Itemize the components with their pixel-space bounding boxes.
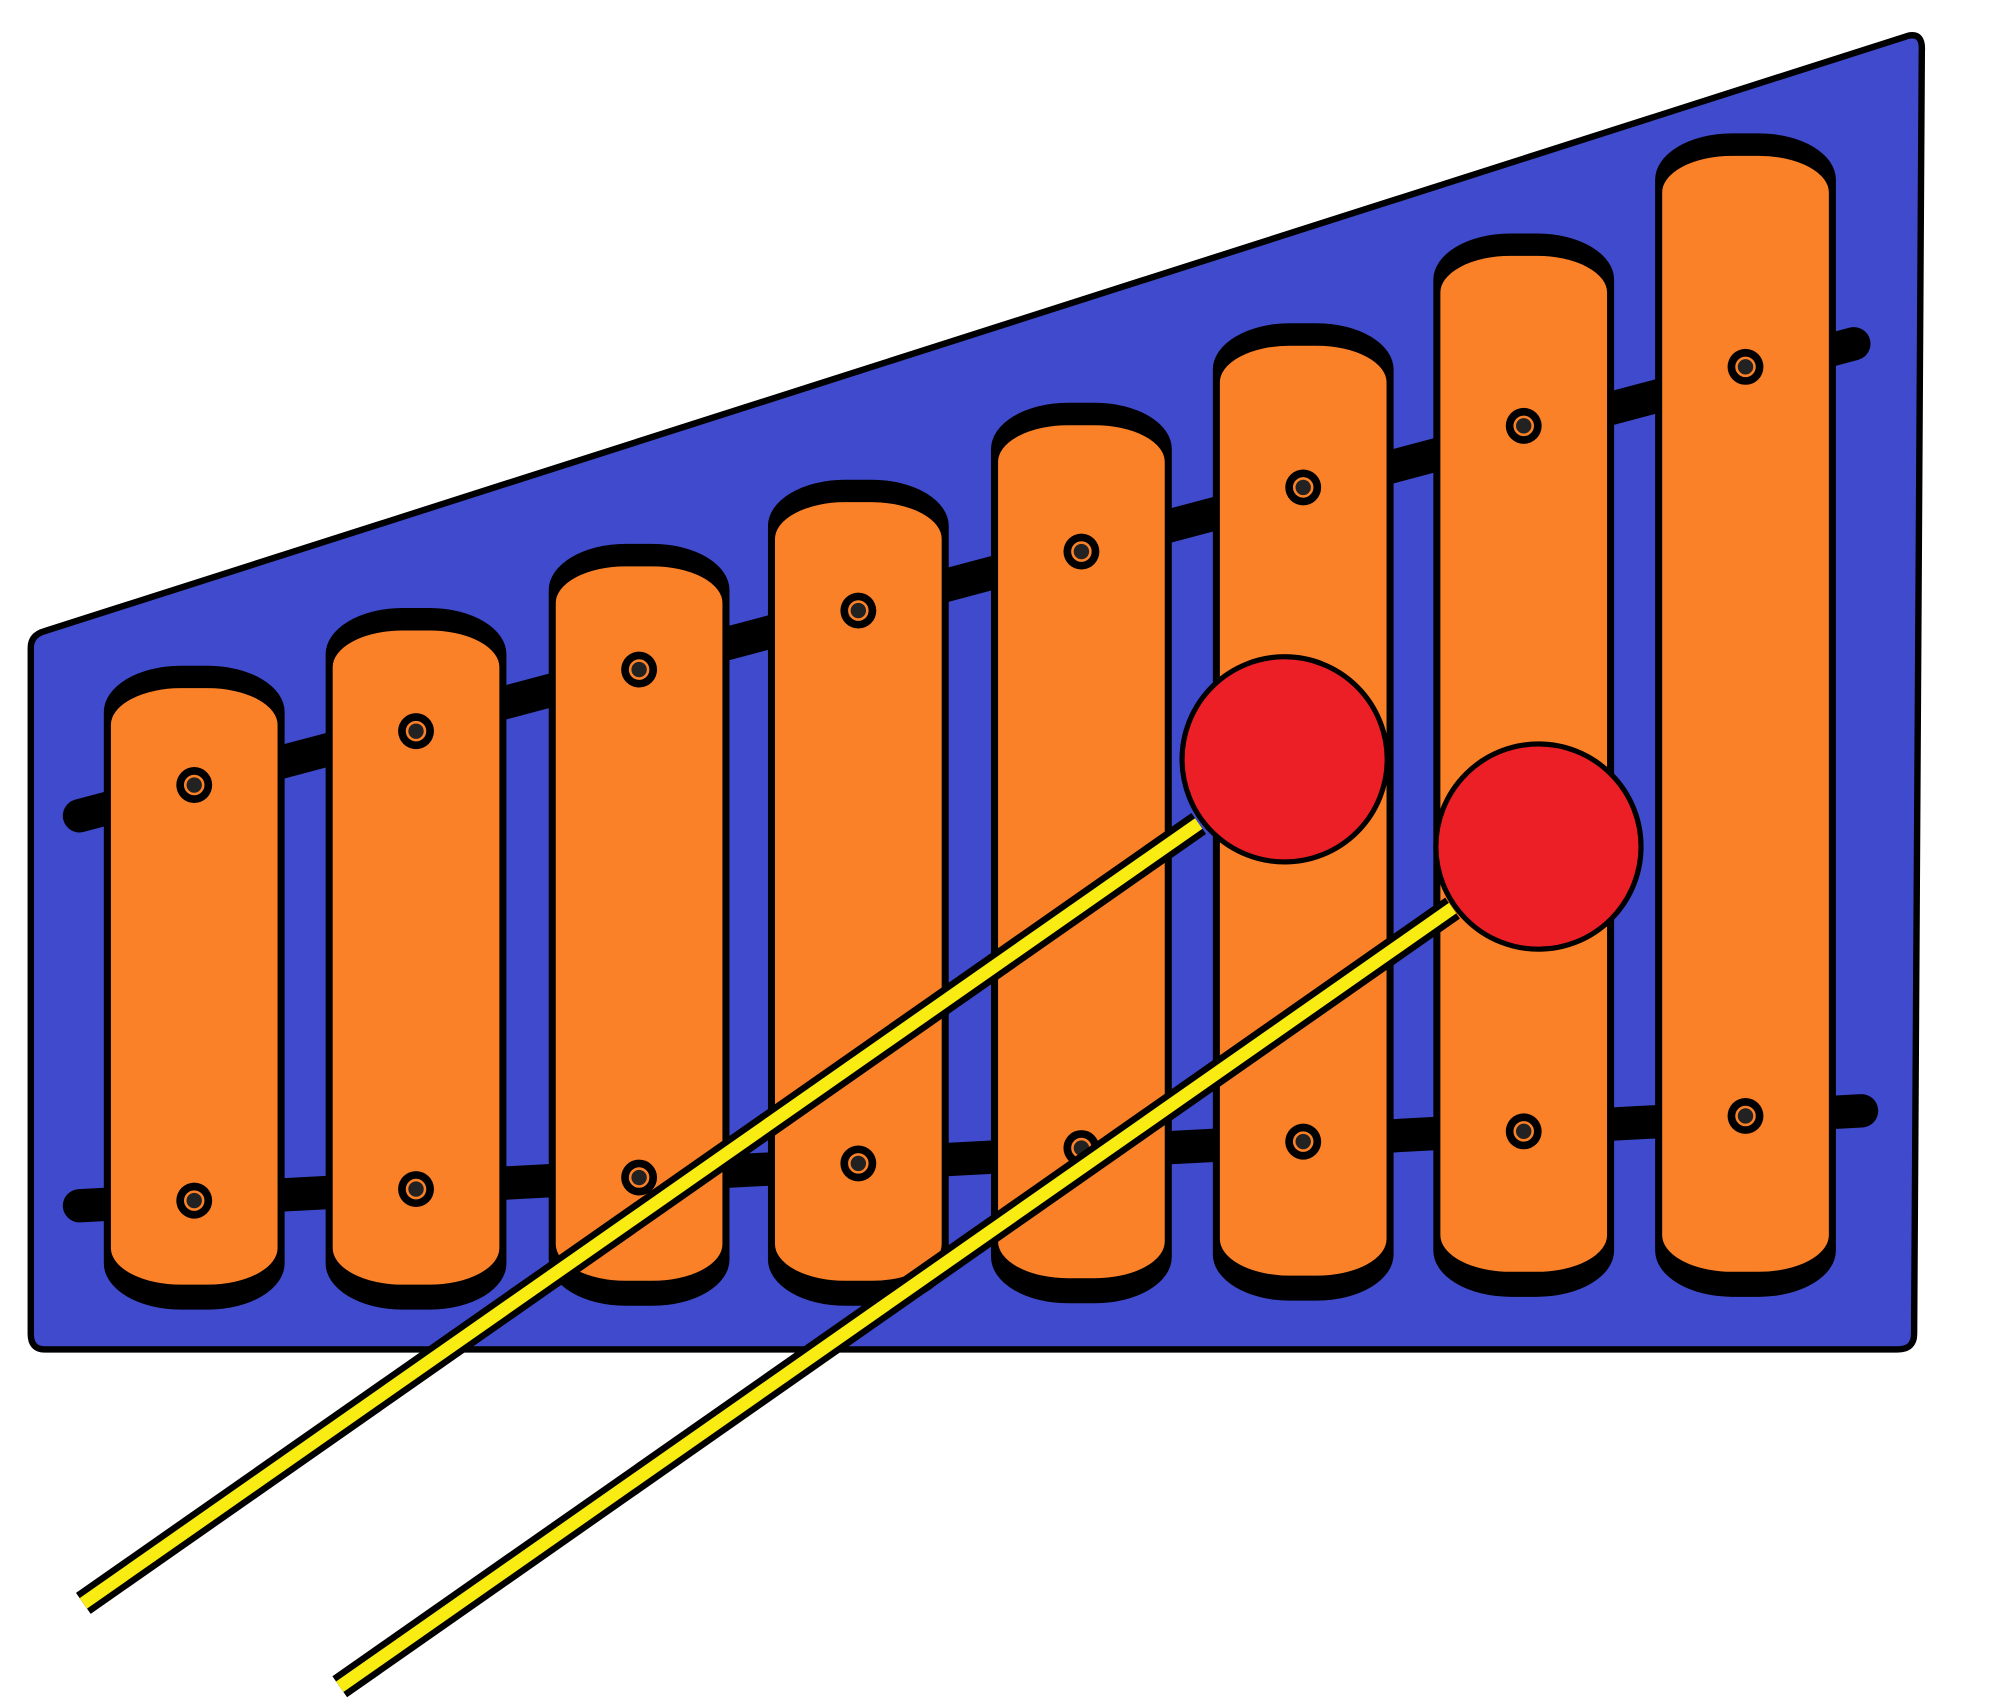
mallet-stick: [79, 818, 1203, 1609]
bar-body: [1658, 152, 1833, 1276]
bar-hole-inner: [1292, 1131, 1314, 1152]
bar-body: [328, 626, 504, 1289]
mallet-1: [75, 654, 1390, 1614]
mallets-group: [75, 654, 1644, 1698]
mallet-head: [1433, 741, 1644, 952]
xylophone-bar-8: [1655, 133, 1836, 1297]
bar-hole-inner: [183, 774, 205, 796]
bar-hole-inner: [1292, 477, 1314, 498]
bar-hole-inner: [848, 1153, 869, 1174]
bar-hole-inner: [628, 1167, 650, 1188]
bar-hole-inner: [1513, 1121, 1534, 1142]
xylophone-bar-5: [991, 402, 1172, 1304]
bar-body: [551, 562, 727, 1285]
bar-hole-inner: [405, 720, 427, 742]
mallet-head: [1179, 654, 1390, 865]
bar-hole-inner: [1071, 541, 1092, 562]
xylophone-bar-1: [103, 665, 285, 1310]
bar-hole-inner: [1735, 356, 1756, 378]
bar-hole-inner: [183, 1190, 205, 1211]
bar-hole-inner: [1513, 415, 1534, 437]
bar-hole-inner: [628, 659, 650, 680]
xylophone-bar-4: [767, 479, 949, 1306]
mallet-stick: [336, 902, 1457, 1693]
xylophone-bar-3: [548, 543, 730, 1306]
bar-hole-inner: [848, 600, 869, 621]
xylophone-bar-2: [325, 608, 507, 1310]
bar-hole-inner: [405, 1178, 427, 1200]
mallet-2: [332, 741, 1644, 1698]
bar-body: [107, 684, 282, 1289]
bar-hole-inner: [1735, 1105, 1756, 1127]
